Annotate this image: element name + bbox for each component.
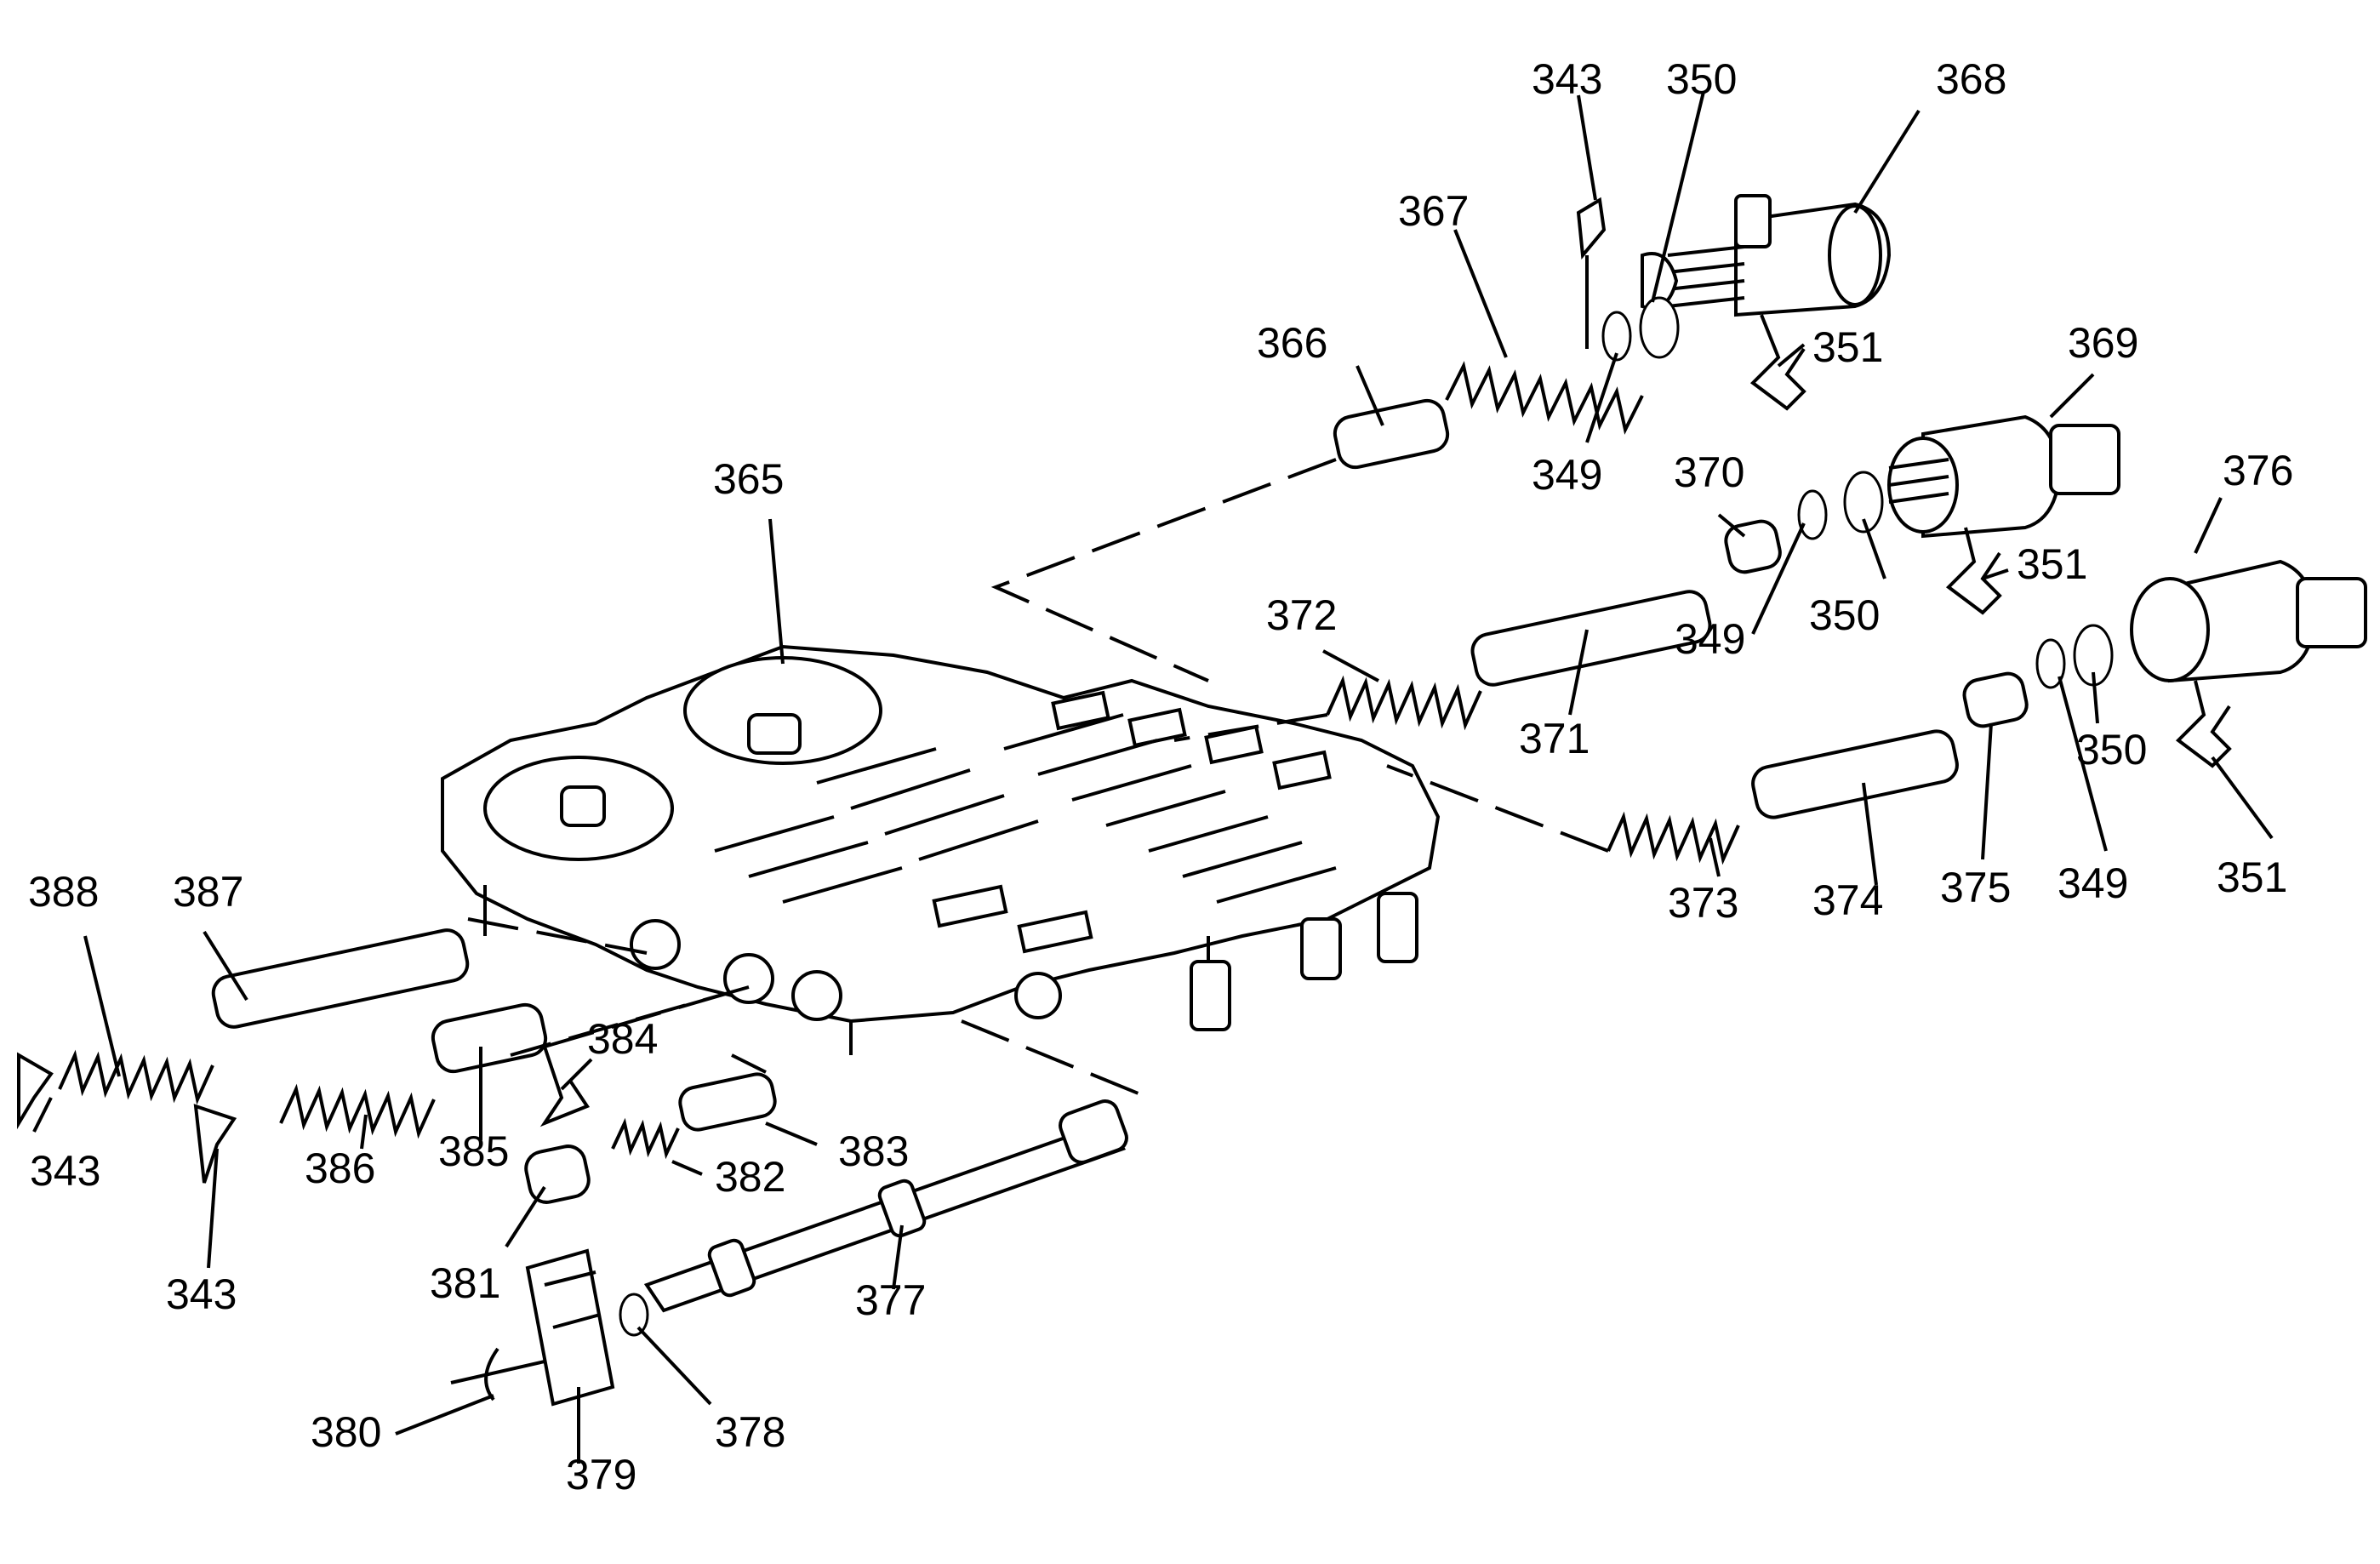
callout-377: 377 (855, 1276, 926, 1324)
clip-380 (450, 1347, 545, 1401)
clip-351-mid (1945, 527, 2002, 615)
callout-372: 372 (1266, 591, 1337, 639)
assembly-paths (467, 458, 1609, 1099)
callout-375: 375 (1940, 864, 2011, 911)
callout-367: 367 (1398, 187, 1469, 235)
callout-350: 350 (1666, 55, 1737, 103)
callout-386: 386 (305, 1144, 375, 1192)
callout-384: 384 (587, 1015, 658, 1063)
valve-366 (1333, 398, 1450, 470)
valve-387 (211, 928, 470, 1029)
clip-351-top (1749, 314, 1806, 411)
callout-387: 387 (173, 868, 243, 916)
bracket-379 (525, 1248, 615, 1407)
callout-368: 368 (1936, 55, 2006, 103)
plug-381 (524, 1144, 591, 1204)
callout-351: 351 (2017, 540, 2087, 588)
clip-384 (539, 1046, 591, 1127)
callout-380: 380 (311, 1408, 381, 1456)
callout-378: 378 (715, 1408, 785, 1456)
spring-367 (1445, 361, 1644, 435)
solenoid-376-assembly (2130, 559, 2367, 683)
callout-351: 351 (2217, 853, 2287, 901)
callout-371: 371 (1519, 715, 1590, 762)
solenoid-369-assembly (1887, 414, 2120, 539)
callout-379: 379 (566, 1451, 636, 1498)
callout-343: 343 (166, 1270, 237, 1318)
spring-373 (1607, 811, 1740, 865)
spring-386 (279, 1083, 436, 1139)
solenoid-368-assembly (1641, 194, 1892, 317)
valve-383 (678, 1072, 777, 1132)
callout-385: 385 (438, 1127, 509, 1175)
seal-378 (619, 1293, 649, 1337)
valve-374 (1751, 729, 1959, 819)
callout-351: 351 (1812, 323, 1883, 371)
callout-365: 365 (713, 455, 784, 503)
callout-343: 343 (30, 1147, 100, 1195)
callout-373: 373 (1668, 879, 1738, 927)
valve-385 (431, 1002, 548, 1074)
callout-382: 382 (715, 1153, 785, 1201)
valve-body-365 (441, 644, 1441, 1055)
callout-349: 349 (1675, 615, 1745, 663)
callout-366: 366 (1257, 319, 1327, 367)
callout-388: 388 (28, 868, 99, 916)
callout-374: 374 (1812, 876, 1883, 924)
leader-lines (32, 91, 2274, 1464)
callout-370: 370 (1674, 448, 1744, 496)
callout-350: 350 (1809, 591, 1880, 639)
callout-381: 381 (430, 1259, 500, 1307)
spring-382 (611, 1117, 680, 1160)
spring-372 (1326, 675, 1482, 731)
callouts: 343 350 368 367 366 351 349 369 370 376 … (28, 55, 2293, 1498)
callout-383: 383 (838, 1127, 909, 1175)
pin-343-top (1576, 197, 1607, 349)
callout-350: 350 (2076, 726, 2147, 773)
callout-349: 349 (2058, 859, 2128, 907)
clip-351-low (2175, 680, 2232, 768)
callout-349: 349 (1532, 451, 1602, 499)
callout-369: 369 (2068, 319, 2138, 367)
seal-349-low (2035, 624, 2114, 689)
valve-375 (1962, 671, 2029, 728)
seal-349-top (1601, 296, 1680, 362)
valve-371 (1470, 590, 1712, 687)
pin-343-mid-left (193, 1104, 237, 1184)
shaft-377 (643, 1099, 1128, 1313)
seal-349-mid (1797, 471, 1884, 540)
pin-343-left (17, 1052, 54, 1130)
callout-343: 343 (1532, 55, 1602, 103)
callout-376: 376 (2223, 447, 2293, 494)
spring-388 (58, 1049, 214, 1105)
